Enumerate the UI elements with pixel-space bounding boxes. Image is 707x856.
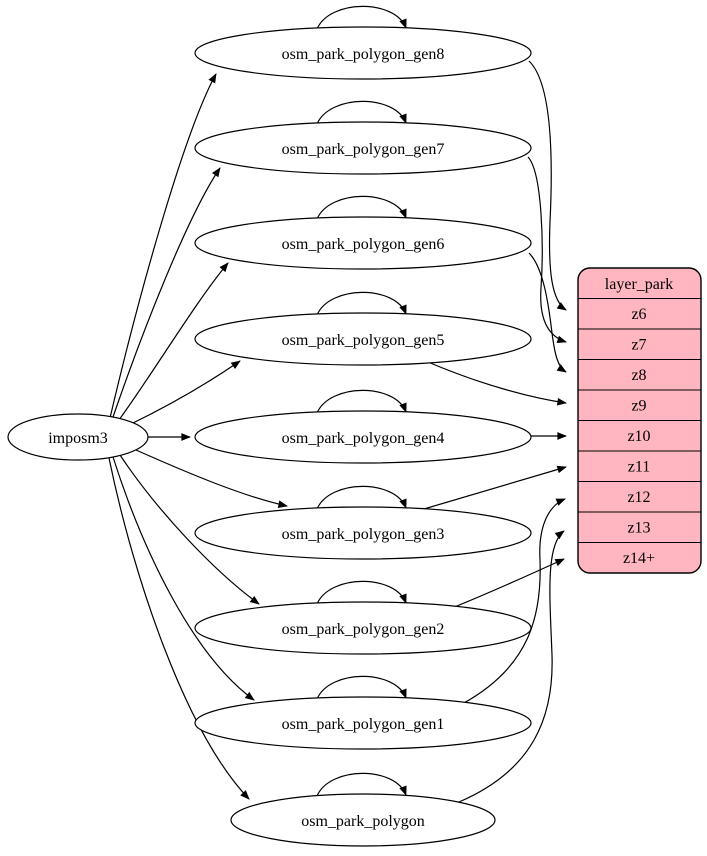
layer-park-header: layer_park [605, 276, 673, 293]
edges-tables-to-layer [423, 60, 567, 803]
node-osm-park-polygon-gen3: osm_park_polygon_gen3 [194, 506, 532, 560]
layer-row-z8: z8 [631, 367, 646, 384]
edge-gen1-to-z12 [461, 498, 566, 705]
self-loop-gen3 [316, 485, 407, 510]
node-imposm3: imposm3 [7, 413, 149, 461]
gen3-label: osm_park_polygon_gen3 [282, 526, 445, 543]
node-osm-park-polygon-gen5: osm_park_polygon_gen5 [194, 312, 532, 366]
gen8-label: osm_park_polygon_gen8 [282, 46, 445, 63]
layer-row-z9: z9 [631, 398, 646, 415]
edge-gen3-to-z11 [423, 465, 567, 510]
edge-gen6-to-z8 [528, 252, 567, 373]
gen1-label: osm_park_polygon_gen1 [282, 716, 445, 733]
gen6-label: osm_park_polygon_gen6 [282, 236, 445, 253]
node-osm-park-polygon: osm_park_polygon [230, 793, 496, 847]
edge-gen8-to-z6 [528, 60, 567, 311]
gen3-ellipse [194, 506, 532, 560]
node-osm-park-polygon-gen1: osm_park_polygon_gen1 [194, 696, 532, 750]
layer-park-node: layer_park z6 z7 z8 z9 z10 z11 z12 z13 z… [577, 267, 702, 574]
gen4-label: osm_park_polygon_gen4 [282, 430, 445, 447]
edge-imposm3-to-gen1 [112, 456, 255, 701]
gen5-ellipse [194, 312, 532, 366]
edge-imposm3-to-gen6 [118, 262, 229, 421]
imposm3-ellipse [7, 413, 149, 461]
layer-row-z13: z13 [627, 520, 650, 537]
gen5-label: osm_park_polygon_gen5 [282, 332, 445, 349]
gen8-ellipse [194, 26, 532, 80]
layer-row-z6: z6 [631, 306, 646, 323]
gen2-label: osm_park_polygon_gen2 [282, 621, 445, 638]
edge-imposm3-to-gen2 [119, 454, 260, 605]
edge-imposm3-to-polygon [108, 457, 250, 800]
node-osm-park-polygon-gen8: osm_park_polygon_gen8 [194, 26, 532, 80]
polygon-label: osm_park_polygon [301, 813, 425, 830]
imposm3-label: imposm3 [48, 430, 108, 447]
layer-row-z7: z7 [631, 337, 646, 354]
node-osm-park-polygon-gen6: osm_park_polygon_gen6 [194, 216, 532, 270]
self-loop-gen2 [316, 580, 407, 605]
self-loop-polygon [316, 772, 407, 797]
gen7-label: osm_park_polygon_gen7 [282, 141, 445, 158]
self-loop-gen7 [316, 100, 407, 125]
gen6-ellipse [194, 216, 532, 270]
layer-row-z12: z12 [627, 489, 650, 506]
gen1-ellipse [194, 696, 532, 750]
gen7-ellipse [194, 121, 532, 175]
edge-polygon-to-z13 [458, 530, 565, 803]
edge-imposm3-to-gen5 [130, 360, 241, 425]
self-loop-gen4 [316, 389, 407, 414]
layer-row-z14: z14+ [623, 550, 655, 567]
gen4-ellipse [194, 410, 532, 464]
layer-row-z11: z11 [628, 459, 651, 476]
node-osm-park-polygon-gen4: osm_park_polygon_gen4 [194, 410, 532, 464]
self-loop-gen8 [316, 5, 407, 30]
edge-imposm3-to-gen8 [109, 73, 217, 419]
edge-imposm3-to-gen3 [135, 449, 288, 508]
self-loop-gen5 [316, 291, 407, 316]
node-osm-park-polygon-gen2: osm_park_polygon_gen2 [194, 601, 532, 655]
polygon-ellipse [230, 793, 496, 847]
edge-gen5-to-z9 [427, 361, 567, 406]
edge-gen7-to-z7 [527, 156, 567, 344]
self-loops [316, 5, 407, 797]
self-loop-gen6 [316, 195, 407, 220]
node-osm-park-polygon-gen7: osm_park_polygon_gen7 [194, 121, 532, 175]
edges-source-to-tables [108, 73, 288, 800]
edge-imposm3-to-gen7 [112, 167, 221, 418]
edge-gen2-to-z14 [451, 558, 565, 609]
self-loop-gen1 [316, 675, 407, 700]
layer-row-z10: z10 [627, 428, 650, 445]
gen2-ellipse [194, 601, 532, 655]
